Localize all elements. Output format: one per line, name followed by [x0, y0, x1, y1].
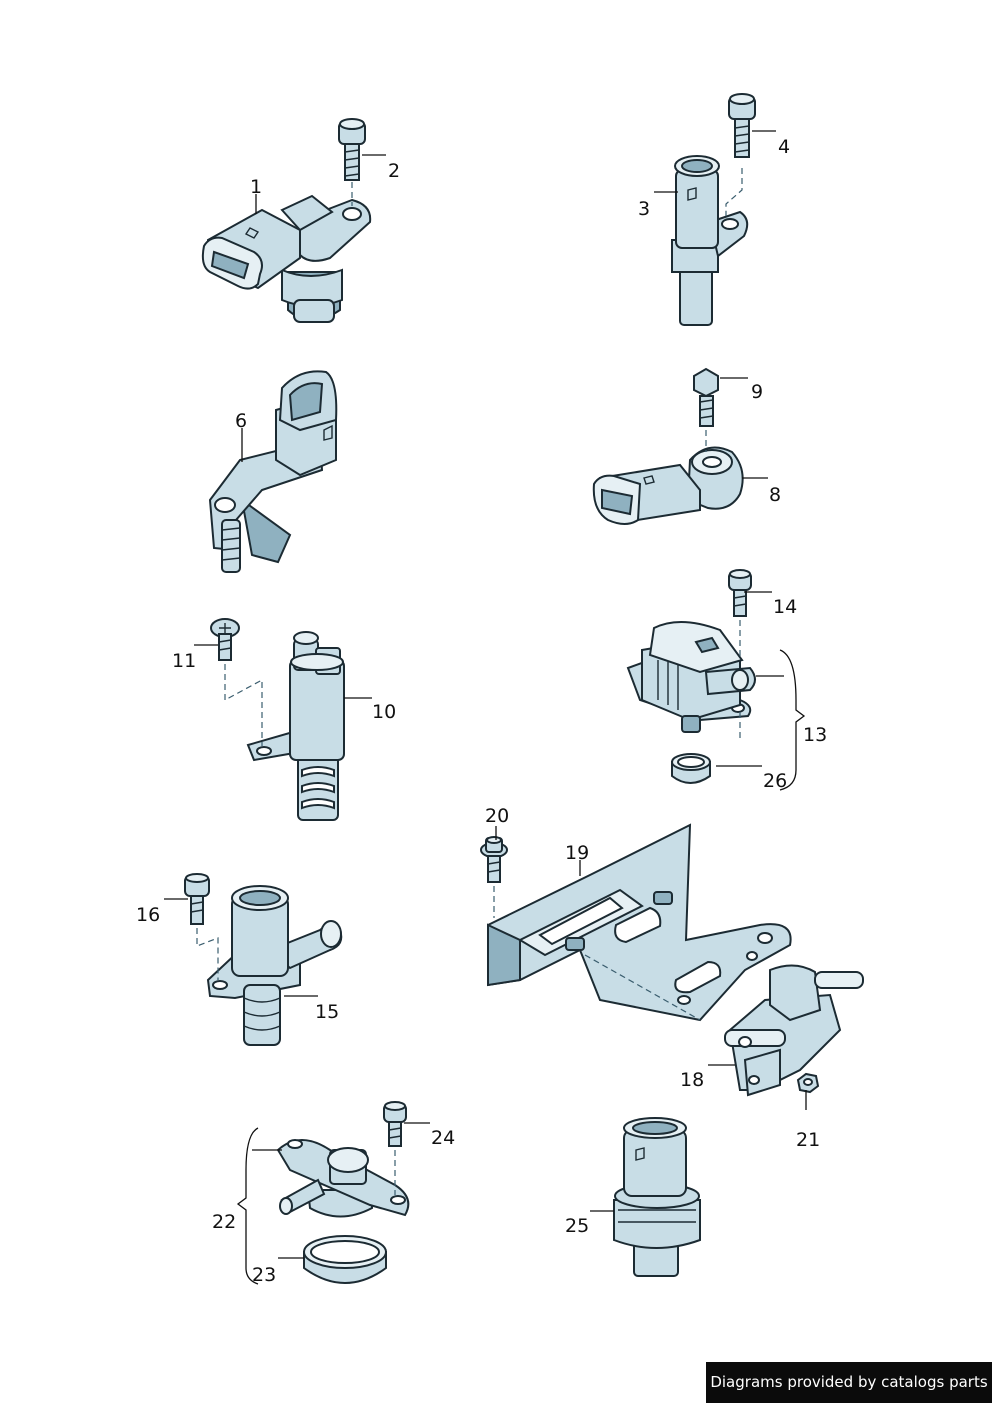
callout-20: 20 — [485, 805, 509, 827]
callout-26: 26 — [763, 770, 787, 792]
callout-22: 22 — [212, 1211, 236, 1233]
callout-labels: 1 2 3 4 6 8 9 10 11 13 14 15 16 18 19 20… — [136, 136, 827, 1286]
part-16-screw — [184, 873, 210, 925]
callout-18: 18 — [680, 1069, 704, 1091]
part-23-seal — [303, 1235, 387, 1284]
callout-13: 13 — [803, 724, 827, 746]
callout-10: 10 — [372, 701, 396, 723]
callout-9: 9 — [751, 381, 763, 403]
part-24-screw — [383, 1101, 407, 1147]
callout-3: 3 — [638, 198, 650, 220]
part-2-screw — [338, 118, 366, 181]
part-25-switch — [613, 1117, 701, 1277]
credit-badge: Diagrams provided by catalogs parts — [706, 1362, 992, 1403]
callout-8: 8 — [769, 484, 781, 506]
callout-4: 4 — [778, 136, 790, 158]
part-19-bracket — [487, 823, 792, 1022]
part-22-sensor — [276, 1139, 410, 1218]
part-8-sensor — [592, 446, 744, 525]
part-3-sensor — [671, 155, 749, 326]
callout-14: 14 — [773, 596, 797, 618]
part-21-nut — [796, 1072, 820, 1094]
callout-25: 25 — [565, 1215, 589, 1237]
part-1-sensor — [201, 194, 372, 323]
callout-19: 19 — [565, 842, 589, 864]
part-9-bolt — [693, 367, 719, 427]
part-14-screw — [728, 569, 752, 617]
leader-lines — [164, 130, 807, 1285]
callout-23: 23 — [252, 1264, 276, 1286]
part-4-screw — [728, 93, 756, 158]
part-6-sensor — [208, 370, 338, 573]
callout-24: 24 — [431, 1127, 455, 1149]
callout-1: 1 — [250, 176, 262, 198]
callout-2: 2 — [388, 160, 400, 182]
callout-16: 16 — [136, 904, 160, 926]
callout-15: 15 — [315, 1001, 339, 1023]
part-26-o-ring — [671, 753, 711, 784]
callout-21: 21 — [796, 1129, 820, 1151]
part-10-valve — [246, 631, 345, 821]
part-20-screw — [480, 836, 508, 883]
callout-6: 6 — [235, 410, 247, 432]
part-11-screw — [210, 618, 240, 661]
part-15-valve — [206, 885, 343, 1046]
part-13-actuator — [626, 620, 756, 733]
callout-11: 11 — [172, 650, 196, 672]
part-18-sensor — [724, 964, 864, 1097]
